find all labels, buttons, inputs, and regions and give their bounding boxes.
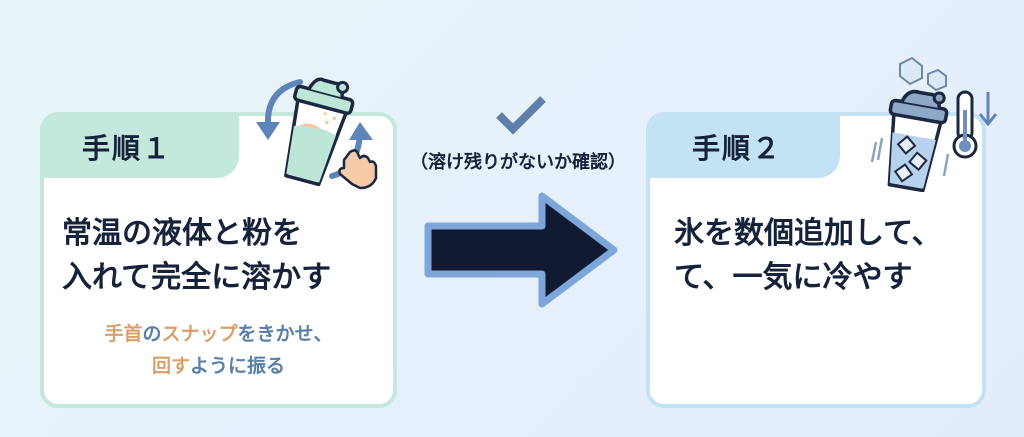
sub-highlight: 回す: [151, 355, 190, 377]
step1-main-line1: 常温の液体と粉を: [62, 216, 302, 251]
sub-text-part: ように振る: [190, 355, 286, 377]
step1-sub-line1: 手首のスナップをきかせ、: [44, 318, 393, 350]
shaker-ice-thermometer-icon: [870, 56, 998, 192]
step1-main-text: 常温の液体と粉を 入れて完全に溶かす: [62, 212, 331, 300]
step1-card: 手順１ 常温の液体と粉を 入れて完全に溶かす 手首のスナップをきかせ、 回すよう…: [40, 112, 397, 408]
confirm-note: （溶け残りがないか確認）: [410, 152, 626, 173]
step1-sub-text: 手首のスナップをきかせ、 回すように振る: [44, 318, 393, 382]
step2-label: 手順２: [692, 132, 783, 165]
sub-highlight: スナップ: [161, 323, 238, 345]
sub-text-part: の: [142, 323, 162, 345]
shaker-shake-icon: [256, 77, 378, 190]
step2-label-tab: 手順２: [650, 116, 840, 178]
step1-main-line2: 入れて完全に溶かす: [62, 260, 332, 295]
step1-sub-line2: 回すように振る: [44, 350, 393, 382]
right-arrow-icon: [424, 192, 618, 308]
sub-text-part: をきかせ、: [237, 323, 333, 345]
step2-main-line2: て、一気に冷やす: [674, 260, 913, 295]
step1-label: 手順１: [82, 132, 173, 165]
step2-main-text: 氷を数個追加して、 て、一気に冷やす: [674, 212, 942, 300]
step2-card: 手順２ 氷を数個追加して、 て、一気に冷やす: [646, 112, 986, 408]
step1-label-tab: 手順１: [44, 116, 239, 178]
sub-highlight: 手首: [104, 323, 143, 345]
check-icon: [496, 96, 546, 135]
step2-main-line1: 氷を数個追加して、: [674, 216, 942, 251]
